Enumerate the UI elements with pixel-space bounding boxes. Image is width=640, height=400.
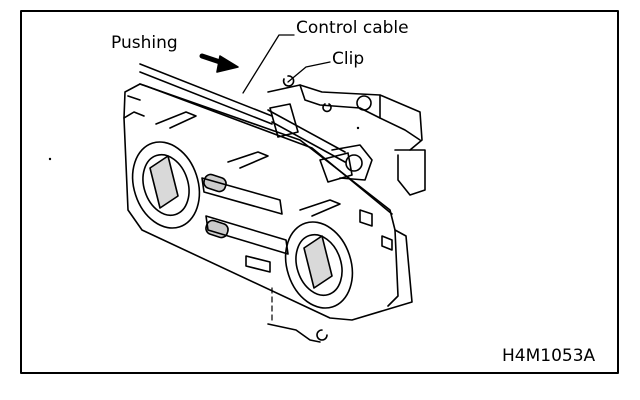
pushing-label: Pushing	[111, 33, 178, 53]
left-knob	[131, 141, 201, 229]
clip-leader-line	[287, 61, 331, 83]
rear-bracket	[267, 84, 426, 196]
lower-clip-icon	[316, 329, 328, 341]
clip-label: Clip	[332, 49, 365, 69]
center-levers	[201, 173, 289, 273]
control-panel-body	[123, 83, 413, 321]
control-cable-label: Control cable	[296, 18, 409, 38]
figure-id: H4M1053A	[502, 346, 596, 366]
push-arrow-icon	[199, 53, 239, 73]
control-cable	[139, 34, 346, 163]
clip-icon	[282, 75, 295, 87]
right-knob	[284, 221, 354, 309]
figure-frame	[20, 10, 619, 374]
lower-bracket	[267, 323, 321, 343]
